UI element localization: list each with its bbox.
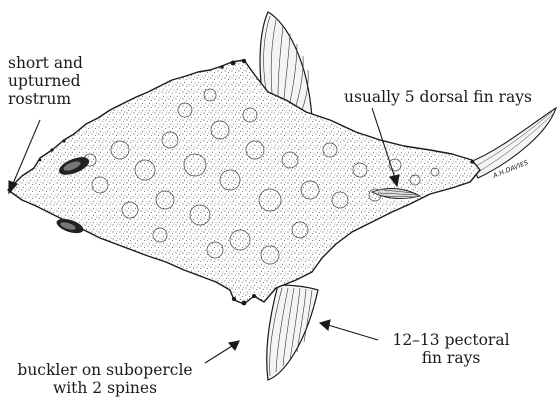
label-dorsal-line-1: usually 5 dorsal fin rays [344,88,532,106]
label-buckler-line-2: with 2 spines [0,379,210,397]
lower-pectoral-fin [267,285,318,380]
label-rostrum-line-1: short and [8,54,83,72]
label-pectoral-line-1: 12–13 pectoral [376,331,526,349]
label-pectoral-line-2: fin rays [376,349,526,367]
label-pectoral-fin-rays: 12–13 pectoral fin rays [376,331,526,367]
label-rostrum: short and upturned rostrum [8,54,83,108]
label-buckler-line-1: buckler on subopercle [0,361,210,379]
label-buckler-subopercle: buckler on subopercle with 2 spines [0,361,210,397]
label-rostrum-line-2: upturned [8,72,83,90]
label-rostrum-line-3: rostrum [8,90,83,108]
label-dorsal-fin-rays: usually 5 dorsal fin rays [344,88,532,106]
